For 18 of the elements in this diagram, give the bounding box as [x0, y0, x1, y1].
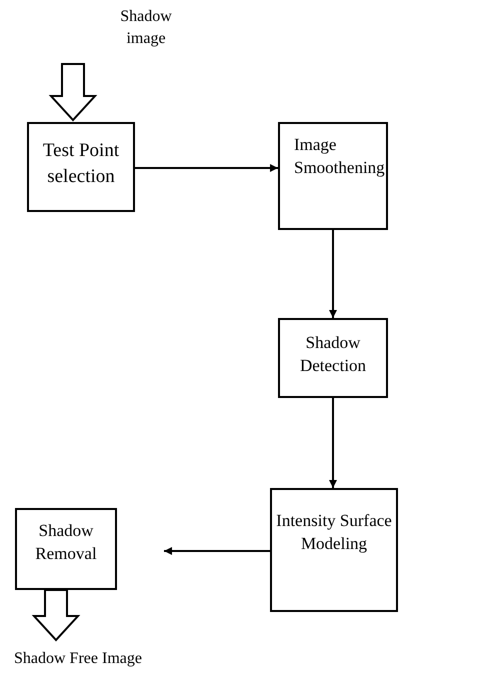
block-arrow: [32, 589, 80, 642]
step-label: Test Point selection: [42, 139, 120, 189]
step-label: Intensity Surface Modeling: [275, 510, 393, 555]
process-box: [278, 318, 388, 398]
arrow: [329, 398, 337, 488]
step-label: Shadow Removal: [34, 520, 98, 565]
io-label: Shadow image: [119, 7, 173, 49]
process-box: [27, 122, 135, 212]
arrow: [329, 230, 337, 318]
process-box: [270, 488, 398, 612]
step-label: Image Smoothening: [294, 134, 386, 179]
io-label: Shadow Free Image: [14, 649, 143, 669]
arrow: [135, 164, 278, 172]
step-label: Shadow Detection: [298, 332, 368, 377]
process-box: [15, 508, 117, 590]
arrow: [164, 547, 270, 555]
process-box: [278, 122, 388, 230]
block-arrow: [48, 63, 98, 122]
